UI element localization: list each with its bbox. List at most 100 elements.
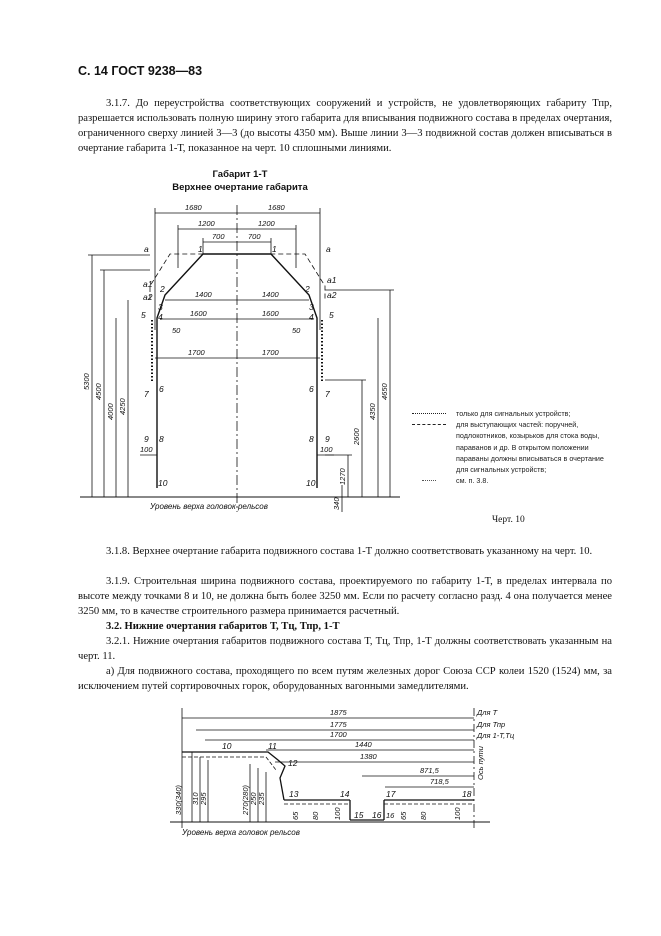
dim-label: 1200 xyxy=(258,219,276,228)
paragraph-3-2-1: 3.2.1. Нижние очертания габаритов подвиж… xyxy=(78,634,612,664)
point-label: 9 xyxy=(325,434,330,444)
dim-label: 1200 xyxy=(198,219,216,228)
point-label: 7 xyxy=(144,389,149,399)
dim-label: 65 xyxy=(291,811,300,820)
legend-label: Для 1-Т,Тц xyxy=(476,731,515,740)
dim-label: 1270 xyxy=(338,467,347,485)
dashed-outline xyxy=(149,253,326,300)
dim-label: 718,5 xyxy=(430,777,450,786)
dim-label: 65 xyxy=(399,811,408,820)
page-header: С. 14 ГОСТ 9238—83 xyxy=(78,64,203,78)
point-label: a xyxy=(326,244,331,254)
dim-label: 1380 xyxy=(360,752,378,761)
dim-label: 871,5 xyxy=(420,766,440,775)
figure-title: Габарит 1-Т xyxy=(212,169,268,180)
point-label: 1 xyxy=(198,244,203,254)
dim-label: 1775 xyxy=(330,720,348,729)
dim-label: 700 xyxy=(212,232,225,241)
dim-label: 1875 xyxy=(330,708,348,717)
legend-text: только для сигнальных устройств; xyxy=(456,409,571,418)
dim-label: 100 xyxy=(320,445,333,454)
paragraph-3-1-7: 3.1.7. До переустройства соответствующих… xyxy=(78,96,612,156)
dim-label: 235 xyxy=(257,792,266,806)
dim-label: 50 xyxy=(172,326,181,335)
point-label: 9 xyxy=(144,434,149,444)
point-label: 6 xyxy=(309,384,314,394)
legend-item: см. п. 3.8. xyxy=(408,475,618,486)
dim-label: 50 xyxy=(292,326,301,335)
point-label: 3 xyxy=(309,302,314,312)
dim-label: 4350 xyxy=(368,402,377,420)
rail-level-label: Уровень верха головок рельсов xyxy=(149,502,268,511)
dim-label: 1440 xyxy=(355,740,373,749)
dim-label: 100 xyxy=(453,807,462,820)
point-label: 2 xyxy=(159,284,165,294)
legend-text: см. п. 3.8. xyxy=(456,476,489,486)
outline-1T xyxy=(156,253,318,488)
paragraph-text: а) Для подвижного состава, проходящего п… xyxy=(78,666,612,692)
point-label: 5 xyxy=(141,310,146,320)
dim-label: 1600 xyxy=(262,309,280,318)
axis-label: Ось пути xyxy=(476,745,485,780)
dim-label: 4000 xyxy=(106,402,115,420)
point-label: 10 xyxy=(222,741,232,751)
dim-label: 4650 xyxy=(380,382,389,400)
dim-label: 2600 xyxy=(352,427,361,446)
point-label: 5 xyxy=(329,310,334,320)
point-label: 4 xyxy=(309,312,314,322)
point-label: 12 xyxy=(288,758,298,768)
point-label: 10 xyxy=(306,478,316,488)
dim-label: 80 xyxy=(419,811,428,820)
point-label: 18 xyxy=(462,789,472,799)
paragraph-text: 3.1.9. Строительная ширина подвижного со… xyxy=(78,576,612,617)
dim-label: 1700 xyxy=(188,348,206,357)
dim-label: 1700 xyxy=(262,348,280,357)
dim-label: 16 xyxy=(386,811,395,820)
point-label: 2 xyxy=(304,284,310,294)
point-label: 6 xyxy=(159,384,164,394)
paragraph-text: 3.1.7. До переустройства соответствующих… xyxy=(78,98,612,154)
legend-item: только для сигнальных устройств; xyxy=(408,408,618,419)
point-label: 4 xyxy=(158,312,163,322)
dim-label: 700 xyxy=(248,232,261,241)
dim-label: 1680 xyxy=(268,203,286,212)
dim-label: 80 xyxy=(311,811,320,820)
dim-label: 340 xyxy=(332,497,341,510)
dim-label: 270(280) xyxy=(241,784,250,816)
dim-label: 100 xyxy=(333,807,342,820)
dim-label: 1400 xyxy=(195,290,213,299)
figure-10-title: Габарит 1-Т Верхнее очертание габарита xyxy=(130,168,350,194)
point-label: 8 xyxy=(159,434,164,444)
point-label: 1 xyxy=(272,244,277,254)
dim-label: 1600 xyxy=(190,309,208,318)
point-label: a2 xyxy=(143,292,153,302)
point-label: 16 xyxy=(372,810,382,820)
sparse-dot-line-icon xyxy=(408,475,456,486)
legend-text: для выступающих частей: поручней, подлок… xyxy=(456,420,604,475)
paragraph-text: 3.1.8. Верхнее очертание габарита подвиж… xyxy=(106,546,593,557)
point-label: a1 xyxy=(143,279,153,289)
point-label: 15 xyxy=(354,810,364,820)
legend-label: Для Тпр xyxy=(476,720,505,729)
point-label: 7 xyxy=(325,389,330,399)
dashdot-line-icon xyxy=(408,419,456,475)
dim-label: 330(340) xyxy=(174,784,183,815)
dim-label: 4500 xyxy=(94,382,103,400)
point-label: 8 xyxy=(309,434,314,444)
point-label: 11 xyxy=(268,741,277,751)
point-label: 10 xyxy=(158,478,168,488)
figure-10-legend: только для сигнальных устройств; для выс… xyxy=(408,408,618,486)
dotted-line-icon xyxy=(408,408,456,419)
point-label: 13 xyxy=(289,789,299,799)
dim-label: 1680 xyxy=(185,203,203,212)
point-label: 17 xyxy=(386,789,396,799)
rail-level-label: Уровень верха головок рельсов xyxy=(181,828,300,837)
dim-label: 4250 xyxy=(118,397,127,415)
point-label: a2 xyxy=(327,290,337,300)
dim-label: 5300 xyxy=(82,372,91,390)
point-label: 14 xyxy=(340,789,350,799)
point-label: a xyxy=(144,244,149,254)
dim-label: 310 xyxy=(191,792,200,805)
point-label: 3 xyxy=(158,302,163,312)
